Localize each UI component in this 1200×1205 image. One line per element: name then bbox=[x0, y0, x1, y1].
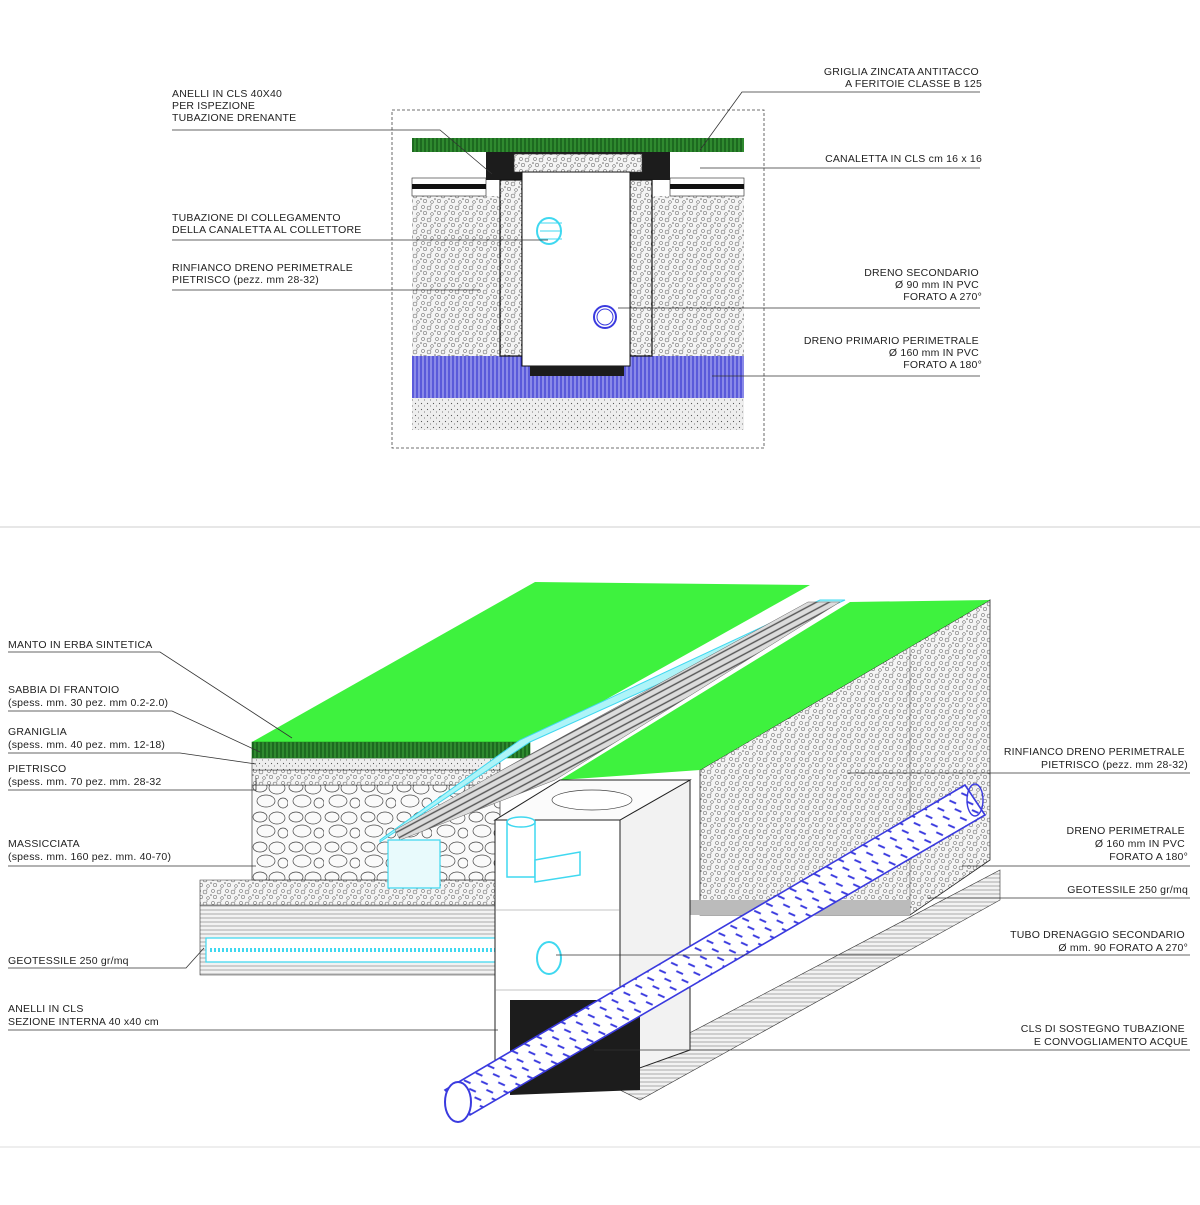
cross-section-drawing bbox=[391, 109, 765, 449]
subgrade-layer bbox=[412, 398, 744, 430]
label-concrete-rings: ANELLI IN CLS SEZIONE INTERNA 40 x40 cm bbox=[8, 1003, 159, 1028]
massicciata-top bbox=[199, 879, 501, 906]
label-synthetic-turf: MANTO IN ERBA SINTETICA bbox=[8, 639, 152, 651]
label-perimeter-backfill: RINFIANCO DRENO PERIMETRALE PIETRISCO (p… bbox=[1004, 746, 1188, 771]
label-perimeter-drain: DRENO PERIMETRALE Ø 160 mm IN PVC FORATO… bbox=[1067, 825, 1188, 863]
section-frame bbox=[391, 109, 765, 449]
label-concrete-support: CLS DI SOSTEGNO TUBAZIONE E CONVOGLIAMEN… bbox=[1021, 1023, 1188, 1048]
elbow-pipe bbox=[506, 821, 536, 878]
well-cover bbox=[551, 789, 633, 811]
turf-right bbox=[560, 600, 990, 780]
axonometric-labels-left: MANTO IN ERBA SINTETICA SABBIA DI FRANTO… bbox=[8, 639, 171, 1028]
label-connection-pipe: TUBAZIONE DI COLLEGAMENTO DELLA CANALETT… bbox=[172, 212, 361, 236]
label-channel: CANALETTA IN CLS cm 16 x 16 bbox=[825, 153, 982, 165]
label-massicciata: MASSICCIATA (spess. mm. 160 pez. mm. 40-… bbox=[8, 838, 171, 863]
well-wall-right bbox=[629, 179, 653, 357]
ground-strip bbox=[599, 869, 1001, 1101]
axonometric-leaders bbox=[8, 651, 1190, 1051]
section-leaders bbox=[172, 91, 980, 377]
section-labels-right: GRIGLIA ZINCATA ANTITACCO A FERITOIE CLA… bbox=[804, 66, 982, 371]
label-geotextile-right: GEOTESSILE 250 gr/mq bbox=[1067, 884, 1188, 896]
label-rings-inspection: ANELLI IN CLS 40X40 PER ISPEZIONE TUBAZI… bbox=[172, 88, 296, 124]
label-grate: GRIGLIA ZINCATA ANTITACCO A FERITOIE CLA… bbox=[824, 66, 982, 90]
axonometric-drawing bbox=[199, 582, 1001, 1123]
label-primary-drain: DRENO PRIMARIO PERIMETRALE Ø 160 mm IN P… bbox=[804, 335, 982, 371]
label-secondary-drain-tube: TUBO DRENAGGIO SECONDARIO Ø mm. 90 FORAT… bbox=[1010, 929, 1188, 954]
label-gravel-backfill: RINFIANCO DRENO PERIMETRALE PIETRISCO (p… bbox=[172, 262, 356, 286]
geotextile-left bbox=[412, 184, 486, 189]
label-crushed-sand: SABBIA DI FRANTOIO (spess. mm. 30 pez. m… bbox=[8, 684, 168, 709]
axonometric-labels-right: RINFIANCO DRENO PERIMETRALE PIETRISCO (p… bbox=[1004, 746, 1188, 1048]
turf-left bbox=[252, 582, 810, 742]
channel-grate bbox=[513, 153, 643, 173]
well-wall-left bbox=[499, 179, 523, 357]
label-pietrisco: PIETRISCO (spess. mm. 70 pez. mm. 28-32 bbox=[8, 763, 161, 788]
channel-grate-axo bbox=[394, 601, 841, 841]
channel-end bbox=[387, 839, 441, 889]
graniglia-layer bbox=[251, 757, 501, 771]
label-geotextile-left: GEOTESSILE 250 gr/mq bbox=[8, 955, 129, 967]
secondary-pipe-stub bbox=[536, 941, 562, 975]
channel-strip bbox=[379, 599, 846, 843]
label-graniglia: GRANIGLIA (spess. mm. 40 pez. mm. 12-18) bbox=[8, 726, 165, 751]
secondary-drain-pipe bbox=[593, 305, 617, 329]
section-labels-left: ANELLI IN CLS 40X40 PER ISPEZIONE TUBAZI… bbox=[172, 88, 361, 286]
label-secondary-drain: DRENO SECONDARIO Ø 90 mm IN PVC FORATO A… bbox=[864, 267, 982, 303]
well-base bbox=[530, 366, 624, 376]
geotextile-right bbox=[670, 184, 744, 189]
turf-section bbox=[412, 138, 744, 152]
inspection-well bbox=[521, 171, 631, 367]
turf-left-edge bbox=[251, 741, 531, 759]
